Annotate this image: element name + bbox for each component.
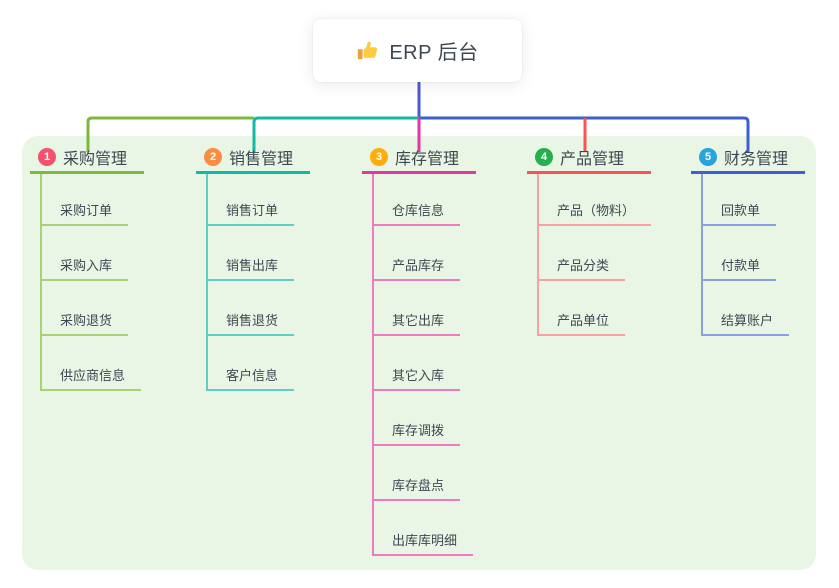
branch-finance-header[interactable]: 5 财务管理 <box>691 146 805 174</box>
branch-label: 采购管理 <box>63 151 128 168</box>
root-node-erp[interactable]: ERP 后台 <box>313 19 522 82</box>
tree-item[interactable]: 客户信息 <box>208 336 295 391</box>
branch-purchase-header[interactable]: 1 采购管理 <box>30 146 144 174</box>
branch-number-badge: 2 <box>204 148 222 166</box>
tree-item[interactable]: 产品（物料） <box>539 174 652 226</box>
tree-item[interactable]: 回款单 <box>703 174 777 226</box>
tree-item[interactable]: 仓库信息 <box>374 174 461 226</box>
branch-label: 销售管理 <box>229 151 294 168</box>
branch-inventory-items: 仓库信息 产品库存 其它出库 其它入库 库存调拨 库存盘点 出库库明细 <box>372 174 476 556</box>
tree-item[interactable]: 供应商信息 <box>42 336 142 391</box>
tree-item[interactable]: 销售退货 <box>208 281 295 336</box>
tree-item[interactable]: 产品分类 <box>539 226 626 281</box>
branch-finance-items: 回款单 付款单 结算账户 <box>701 174 805 336</box>
root-title: ERP 后台 <box>389 42 479 64</box>
branch-inventory-header[interactable]: 3 库存管理 <box>362 146 476 174</box>
tree-item[interactable]: 结算账户 <box>703 281 790 336</box>
tree-item[interactable]: 采购入库 <box>42 226 129 281</box>
branch-purchase: 1 采购管理 采购订单 采购入库 采购退货 供应商信息 <box>30 146 144 391</box>
branch-product: 4 产品管理 产品（物料） 产品分类 产品单位 <box>527 146 652 336</box>
branch-number-badge: 4 <box>535 148 553 166</box>
branch-sales-items: 销售订单 销售出库 销售退货 客户信息 <box>206 174 310 391</box>
branch-purchase-items: 采购订单 采购入库 采购退货 供应商信息 <box>40 174 144 391</box>
branches-panel <box>22 136 816 570</box>
branch-number-badge: 3 <box>370 148 388 166</box>
branch-label: 产品管理 <box>560 151 625 168</box>
branch-inventory: 3 库存管理 仓库信息 产品库存 其它出库 其它入库 库存调拨 库存盘点 出库库… <box>362 146 476 556</box>
branch-finance: 5 财务管理 回款单 付款单 结算账户 <box>691 146 805 336</box>
tree-item[interactable]: 采购退货 <box>42 281 129 336</box>
tree-item[interactable]: 库存盘点 <box>374 446 461 501</box>
branch-product-header[interactable]: 4 产品管理 <box>527 146 652 174</box>
tree-item[interactable]: 销售出库 <box>208 226 295 281</box>
tree-item[interactable]: 产品库存 <box>374 226 461 281</box>
branch-sales: 2 销售管理 销售订单 销售出库 销售退货 客户信息 <box>196 146 310 391</box>
branch-label: 财务管理 <box>724 151 789 168</box>
tree-item[interactable]: 其它入库 <box>374 336 461 391</box>
branch-product-items: 产品（物料） 产品分类 产品单位 <box>537 174 652 336</box>
branch-number-badge: 1 <box>38 148 56 166</box>
tree-item[interactable]: 销售订单 <box>208 174 295 226</box>
branch-label: 库存管理 <box>395 151 460 168</box>
tree-item[interactable]: 出库库明细 <box>374 501 474 556</box>
tree-item[interactable]: 付款单 <box>703 226 777 281</box>
thumbs-up-icon <box>358 41 378 59</box>
branch-sales-header[interactable]: 2 销售管理 <box>196 146 310 174</box>
branch-number-badge: 5 <box>699 148 717 166</box>
tree-item[interactable]: 其它出库 <box>374 281 461 336</box>
tree-item[interactable]: 采购订单 <box>42 174 129 226</box>
tree-item[interactable]: 产品单位 <box>539 281 626 336</box>
tree-item[interactable]: 库存调拨 <box>374 391 461 446</box>
